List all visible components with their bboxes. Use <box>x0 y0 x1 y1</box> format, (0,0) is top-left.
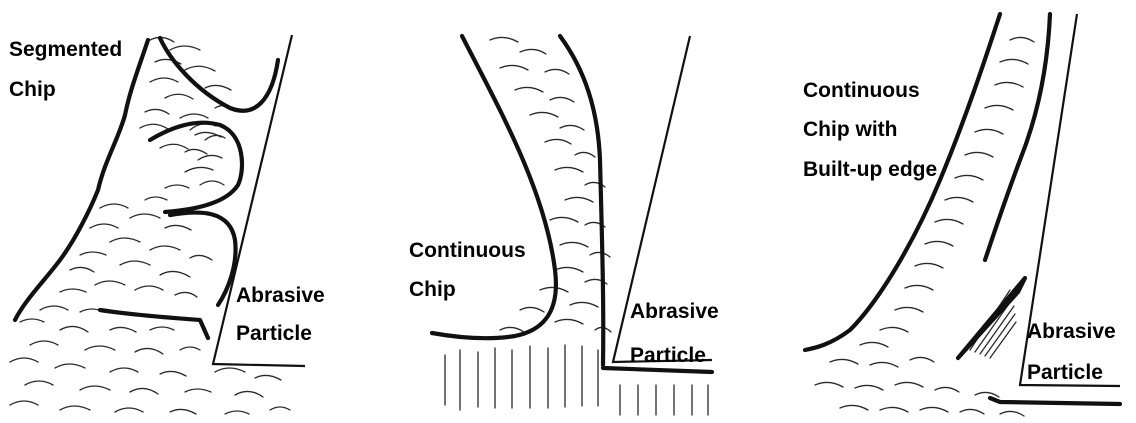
built-up-edge-chip-label: Continuous Chip with Built-up edge <box>803 79 937 181</box>
panel-continuous-chip: Continuous Chip Abrasive Particle <box>409 36 725 415</box>
panel-continuous-chip-built-up-edge: Continuous Chip with Built-up edge Abras… <box>803 14 1122 416</box>
segmented-chip-root <box>100 310 208 338</box>
built-up-edge-chip-outer-edge <box>805 14 1000 350</box>
continuous-chip-label: Continuous Chip <box>409 239 531 301</box>
continuous-chip-inner-edge <box>560 36 603 365</box>
segmented-chip-segment-upper <box>160 38 278 111</box>
abrasive-particle-1 <box>213 35 305 366</box>
segmented-chip-label: Segmented Chip <box>9 38 128 101</box>
built-up-edge-chip-inner-edge <box>985 14 1050 260</box>
panel-segmented-chip: Segmented Chip Abrasive Particle <box>9 35 331 414</box>
abrasive-particle-label-1: Abrasive Particle <box>236 284 331 345</box>
continuous-chip-work-surface <box>603 368 712 372</box>
abrasive-particle-label-3: Abrasive Particle <box>1027 320 1122 384</box>
built-up-edge-work-surface <box>990 398 1120 404</box>
abrasive-particle-label-2: Abrasive Particle <box>630 300 725 367</box>
